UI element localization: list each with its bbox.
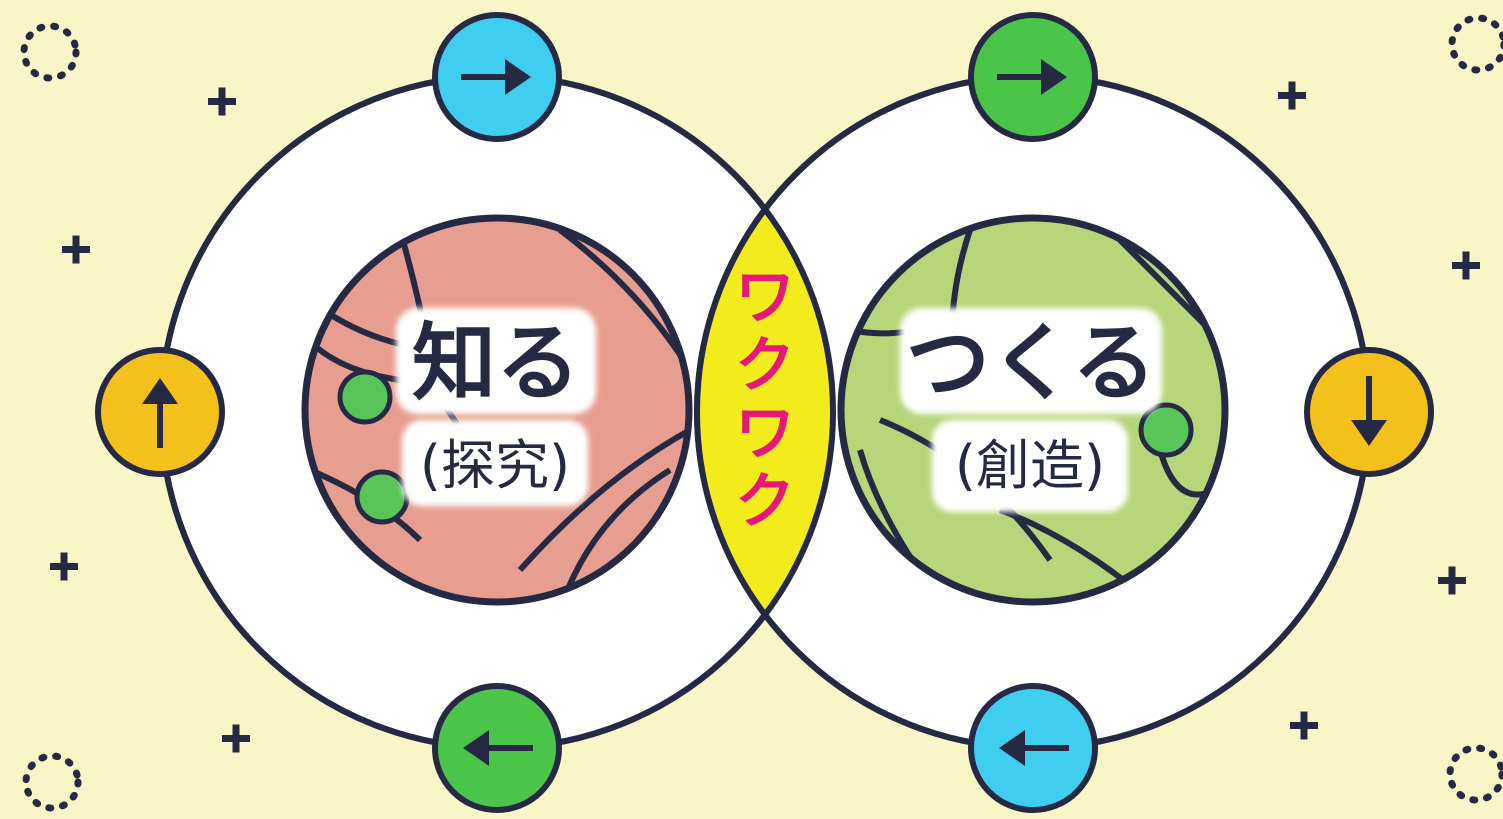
- left-bottom-badge: [432, 683, 562, 813]
- right-title: つくる: [906, 314, 1156, 412]
- arrow-right-icon: [461, 59, 531, 95]
- right-top-badge: [968, 12, 1098, 142]
- center-label-char: ワ: [735, 263, 795, 333]
- plus-icon: [50, 81, 1480, 753]
- left-left-badge: [95, 347, 225, 477]
- arrow-left-icon: [999, 730, 1069, 766]
- left-subtitle: (探究): [420, 434, 570, 497]
- right-right-badge: [1304, 347, 1434, 477]
- center-label: ワクワク: [735, 263, 795, 537]
- arrow-right-icon: [997, 59, 1067, 95]
- left-title: 知る: [412, 314, 580, 412]
- dotted-circle-icon: [20, 14, 1503, 812]
- green-dot: [337, 369, 393, 425]
- arrow-left-icon: [463, 730, 533, 766]
- right-ball: つくる (創造): [837, 214, 1229, 606]
- arrow-up-icon: [142, 378, 178, 448]
- right-bottom-badge: [968, 683, 1098, 813]
- green-dot: [1138, 402, 1194, 458]
- center-label-char: ワ: [735, 399, 795, 469]
- right-subtitle: (創造): [955, 434, 1105, 497]
- green-dot: [354, 469, 410, 525]
- arrow-down-icon: [1351, 376, 1387, 446]
- decorations: [20, 14, 1503, 812]
- left-top-badge: [432, 12, 562, 142]
- badges: [95, 12, 1434, 813]
- center-label-char: ク: [735, 331, 795, 401]
- center-label-char: ク: [735, 467, 795, 537]
- left-ball: 知る (探究): [301, 214, 693, 606]
